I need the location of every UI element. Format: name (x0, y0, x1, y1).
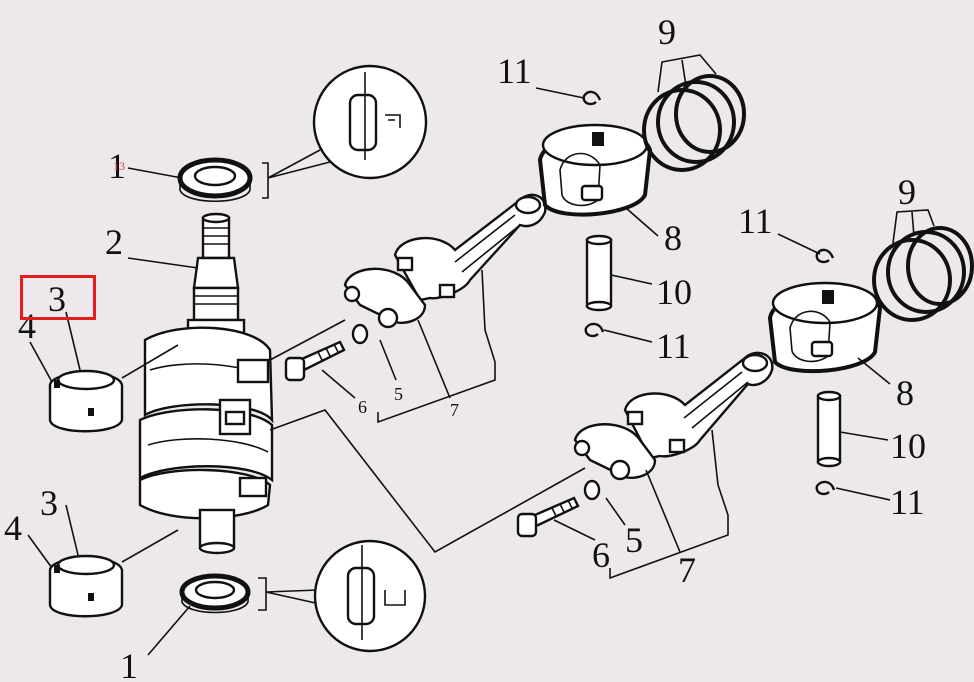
callout-11-upper-bottom: 11 (656, 326, 691, 366)
callout-1-top-faint: 13 (113, 159, 125, 173)
callout-6-upper: 6 (358, 397, 367, 417)
callout-8-upper: 8 (664, 218, 682, 258)
callout-7-upper: 7 (450, 400, 459, 420)
callout-2: 2 (105, 222, 123, 262)
oil-seal-bottom[interactable] (179, 573, 267, 614)
circlip-upper-bottom[interactable] (584, 322, 605, 338)
bolt-lower[interactable] (516, 496, 580, 538)
rod-cap-upper[interactable] (343, 267, 427, 329)
callout-9-upper: 9 (658, 12, 676, 52)
washer-lower[interactable] (583, 479, 601, 501)
callout-labels: 1 13 2 3 4 3 4 1 6 5 7 6 5 7 11 9 8 10 1… (4, 12, 926, 682)
callout-5-upper: 5 (394, 384, 403, 404)
callout-8-lower: 8 (896, 373, 914, 413)
callout-3-bottom: 3 (40, 483, 58, 523)
bracket-lower (269, 409, 729, 580)
seal-detail-bottom (265, 539, 427, 653)
callout-10-upper: 10 (656, 272, 692, 312)
selected-callout-highlight[interactable] (20, 275, 96, 320)
piston-pin-lower[interactable] (816, 390, 842, 468)
callout-11-lower-bottom: 11 (890, 482, 925, 522)
rod-cap-lower[interactable] (573, 423, 657, 481)
seal-detail-top (267, 64, 428, 180)
callout-11-upper-top: 11 (497, 51, 532, 91)
bolt-upper[interactable] (284, 340, 346, 382)
piston-lower[interactable] (767, 281, 883, 374)
main-bearing-bottom[interactable] (48, 529, 179, 618)
callout-6-lower: 6 (592, 535, 610, 575)
circlip-upper-top[interactable] (582, 90, 602, 106)
piston-rings-upper[interactable] (642, 54, 746, 172)
bracket-upper (269, 269, 496, 424)
callout-11-lower-top: 11 (738, 201, 773, 241)
leader-lines (27, 87, 891, 656)
connecting-rod-lower[interactable] (623, 351, 774, 460)
callout-4-bottom: 4 (4, 508, 22, 548)
callout-7-lower: 7 (678, 550, 696, 590)
oil-seal-top[interactable] (177, 157, 269, 203)
piston-upper[interactable] (537, 123, 653, 217)
circlip-lower-bottom[interactable] (815, 480, 836, 496)
callout-3-top: 3 (48, 279, 66, 319)
callout-5-lower: 5 (625, 520, 643, 560)
connecting-rod-upper[interactable] (393, 193, 547, 302)
circlip-lower-top[interactable] (815, 248, 835, 264)
washer-upper[interactable] (351, 323, 369, 345)
callout-9-lower: 9 (898, 172, 916, 212)
piston-pin-upper[interactable] (585, 234, 613, 312)
callout-1-top: 1 (108, 146, 126, 186)
main-bearing-top[interactable] (48, 344, 179, 433)
callout-1-bottom: 1 (120, 646, 138, 682)
piston-rings-lower[interactable] (872, 209, 974, 322)
crankshaft[interactable] (138, 212, 274, 555)
callout-10-lower: 10 (890, 426, 926, 466)
